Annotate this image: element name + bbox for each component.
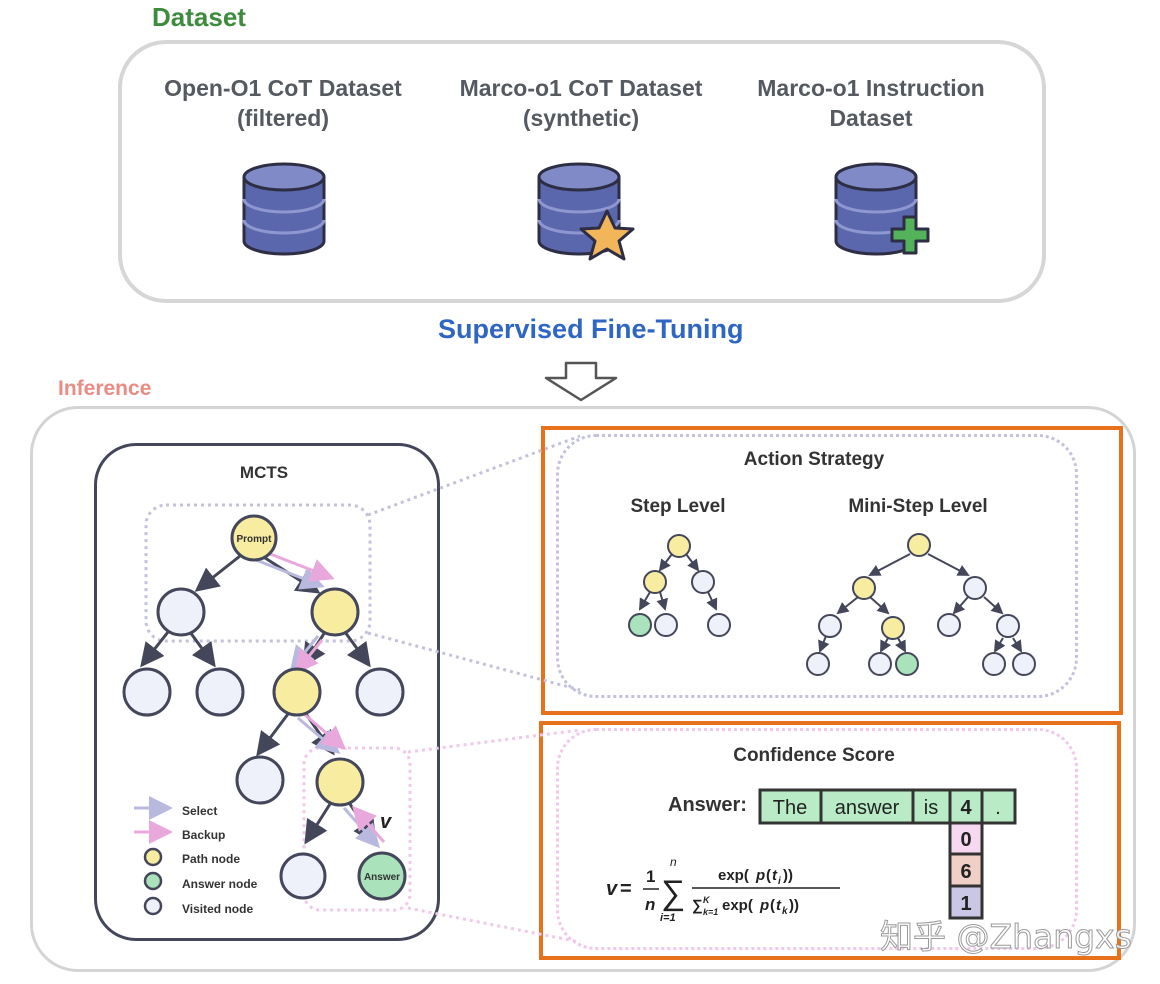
svg-text:(: ( <box>770 897 775 914</box>
database-plus-icon <box>834 162 930 256</box>
legend-select-label: Select <box>182 804 217 818</box>
star-icon <box>579 209 635 261</box>
watermark: 知乎 @Zhangxs <box>880 917 1133 957</box>
svg-text:p: p <box>755 867 765 884</box>
candidate-token-0: 0 <box>960 829 971 851</box>
mcts-title: MCTS <box>239 463 289 482</box>
candidate-token-6: 6 <box>960 861 971 883</box>
mcts-zoom-box-2 <box>302 746 412 912</box>
dataset-item-marco-cot-label: Marco-o1 CoT Dataset (synthetic) <box>459 75 703 131</box>
mcts-node <box>235 755 285 805</box>
svg-text:i=1: i=1 <box>660 912 676 924</box>
legend-visited-node-label: Visited node <box>182 902 253 916</box>
token-4: 4 <box>960 797 972 819</box>
svg-text:p: p <box>759 897 769 914</box>
mcts-legend: Select Backup Path node Answer node Visi… <box>134 796 258 916</box>
prompt-node-label: Prompt <box>237 534 273 545</box>
legend-visited-node <box>143 896 163 916</box>
confidence-formula: v = 1 n n ∑ i=1 exp( p ( t i )) ∑ K k=1 … <box>606 855 840 924</box>
confidence-title: Confidence Score <box>733 745 895 766</box>
dataset-item-open-o1-label: Open-O1 CoT Dataset (filtered) <box>164 75 402 131</box>
svg-text:n: n <box>645 895 655 914</box>
mini-step-level-label: Mini-Step Level <box>848 496 988 517</box>
svg-text:v: v <box>606 878 619 900</box>
legend-backup-label: Backup <box>182 828 225 842</box>
mcts-node <box>122 667 172 717</box>
token-is: is <box>924 797 938 819</box>
mcts-node <box>310 587 360 637</box>
mcts-answer-node <box>357 851 407 901</box>
dataset-title: Dataset <box>152 2 246 32</box>
token-period: . <box>995 797 1001 819</box>
answer-label: Answer: <box>668 794 747 816</box>
action-strategy-title: Action Strategy <box>743 449 885 470</box>
confidence-panel <box>539 721 1121 960</box>
database-icon <box>242 162 326 256</box>
mcts-node <box>156 587 206 637</box>
svg-text:∑: ∑ <box>661 874 685 912</box>
svg-text:1: 1 <box>646 867 655 886</box>
answer-tokens <box>758 788 1017 920</box>
legend-path-node <box>143 847 163 867</box>
svg-text:t: t <box>776 897 782 914</box>
legend-answer-node <box>143 871 163 891</box>
database-star-icon <box>537 162 635 261</box>
svg-text:k=1: k=1 <box>703 907 718 917</box>
plus-icon <box>890 215 930 255</box>
svg-text:t: t <box>772 867 778 884</box>
svg-text:K: K <box>703 895 711 905</box>
mcts-node <box>315 757 365 807</box>
mcts-node <box>195 667 245 717</box>
svg-text:∑: ∑ <box>692 897 703 914</box>
step-level-label: Step Level <box>630 496 726 517</box>
svg-text:exp(: exp( <box>722 897 753 914</box>
svg-text:n: n <box>670 855 677 869</box>
legend-path-node-label: Path node <box>182 852 240 866</box>
legend-answer-node-label: Answer node <box>182 877 258 891</box>
svg-text:k: k <box>782 906 788 917</box>
token-the: The <box>773 797 807 819</box>
confidence-inner <box>556 728 1078 950</box>
token-answer: answer <box>835 797 900 819</box>
svg-text:)): )) <box>789 897 799 914</box>
candidate-token-1: 1 <box>960 893 971 915</box>
svg-text:i: i <box>778 876 781 887</box>
mcts-node <box>272 667 322 717</box>
action-strategy-inner <box>556 434 1078 698</box>
down-arrow-icon <box>544 361 618 402</box>
mcts-zoom-box-1 <box>144 503 372 643</box>
value-symbol: v <box>380 811 393 833</box>
mcts-prompt-node <box>230 514 278 562</box>
zoom-connectors <box>367 434 581 944</box>
mcts-node <box>279 852 327 900</box>
svg-text:)): )) <box>783 867 793 884</box>
answer-node-label: Answer <box>364 872 400 883</box>
inference-title: Inference <box>58 377 152 400</box>
mcts-node <box>355 667 405 717</box>
mini-step-level-tree <box>806 533 1036 676</box>
sft-label: Supervised Fine-Tuning <box>438 314 744 344</box>
svg-text:=: = <box>620 878 632 900</box>
step-level-tree <box>628 534 731 637</box>
svg-text:(: ( <box>766 867 771 884</box>
dataset-panel <box>118 40 1046 303</box>
svg-text:exp(: exp( <box>718 867 749 884</box>
dataset-item-marco-instruction-label: Marco-o1 Instruction Dataset <box>757 75 985 131</box>
inference-panel <box>30 406 1136 972</box>
